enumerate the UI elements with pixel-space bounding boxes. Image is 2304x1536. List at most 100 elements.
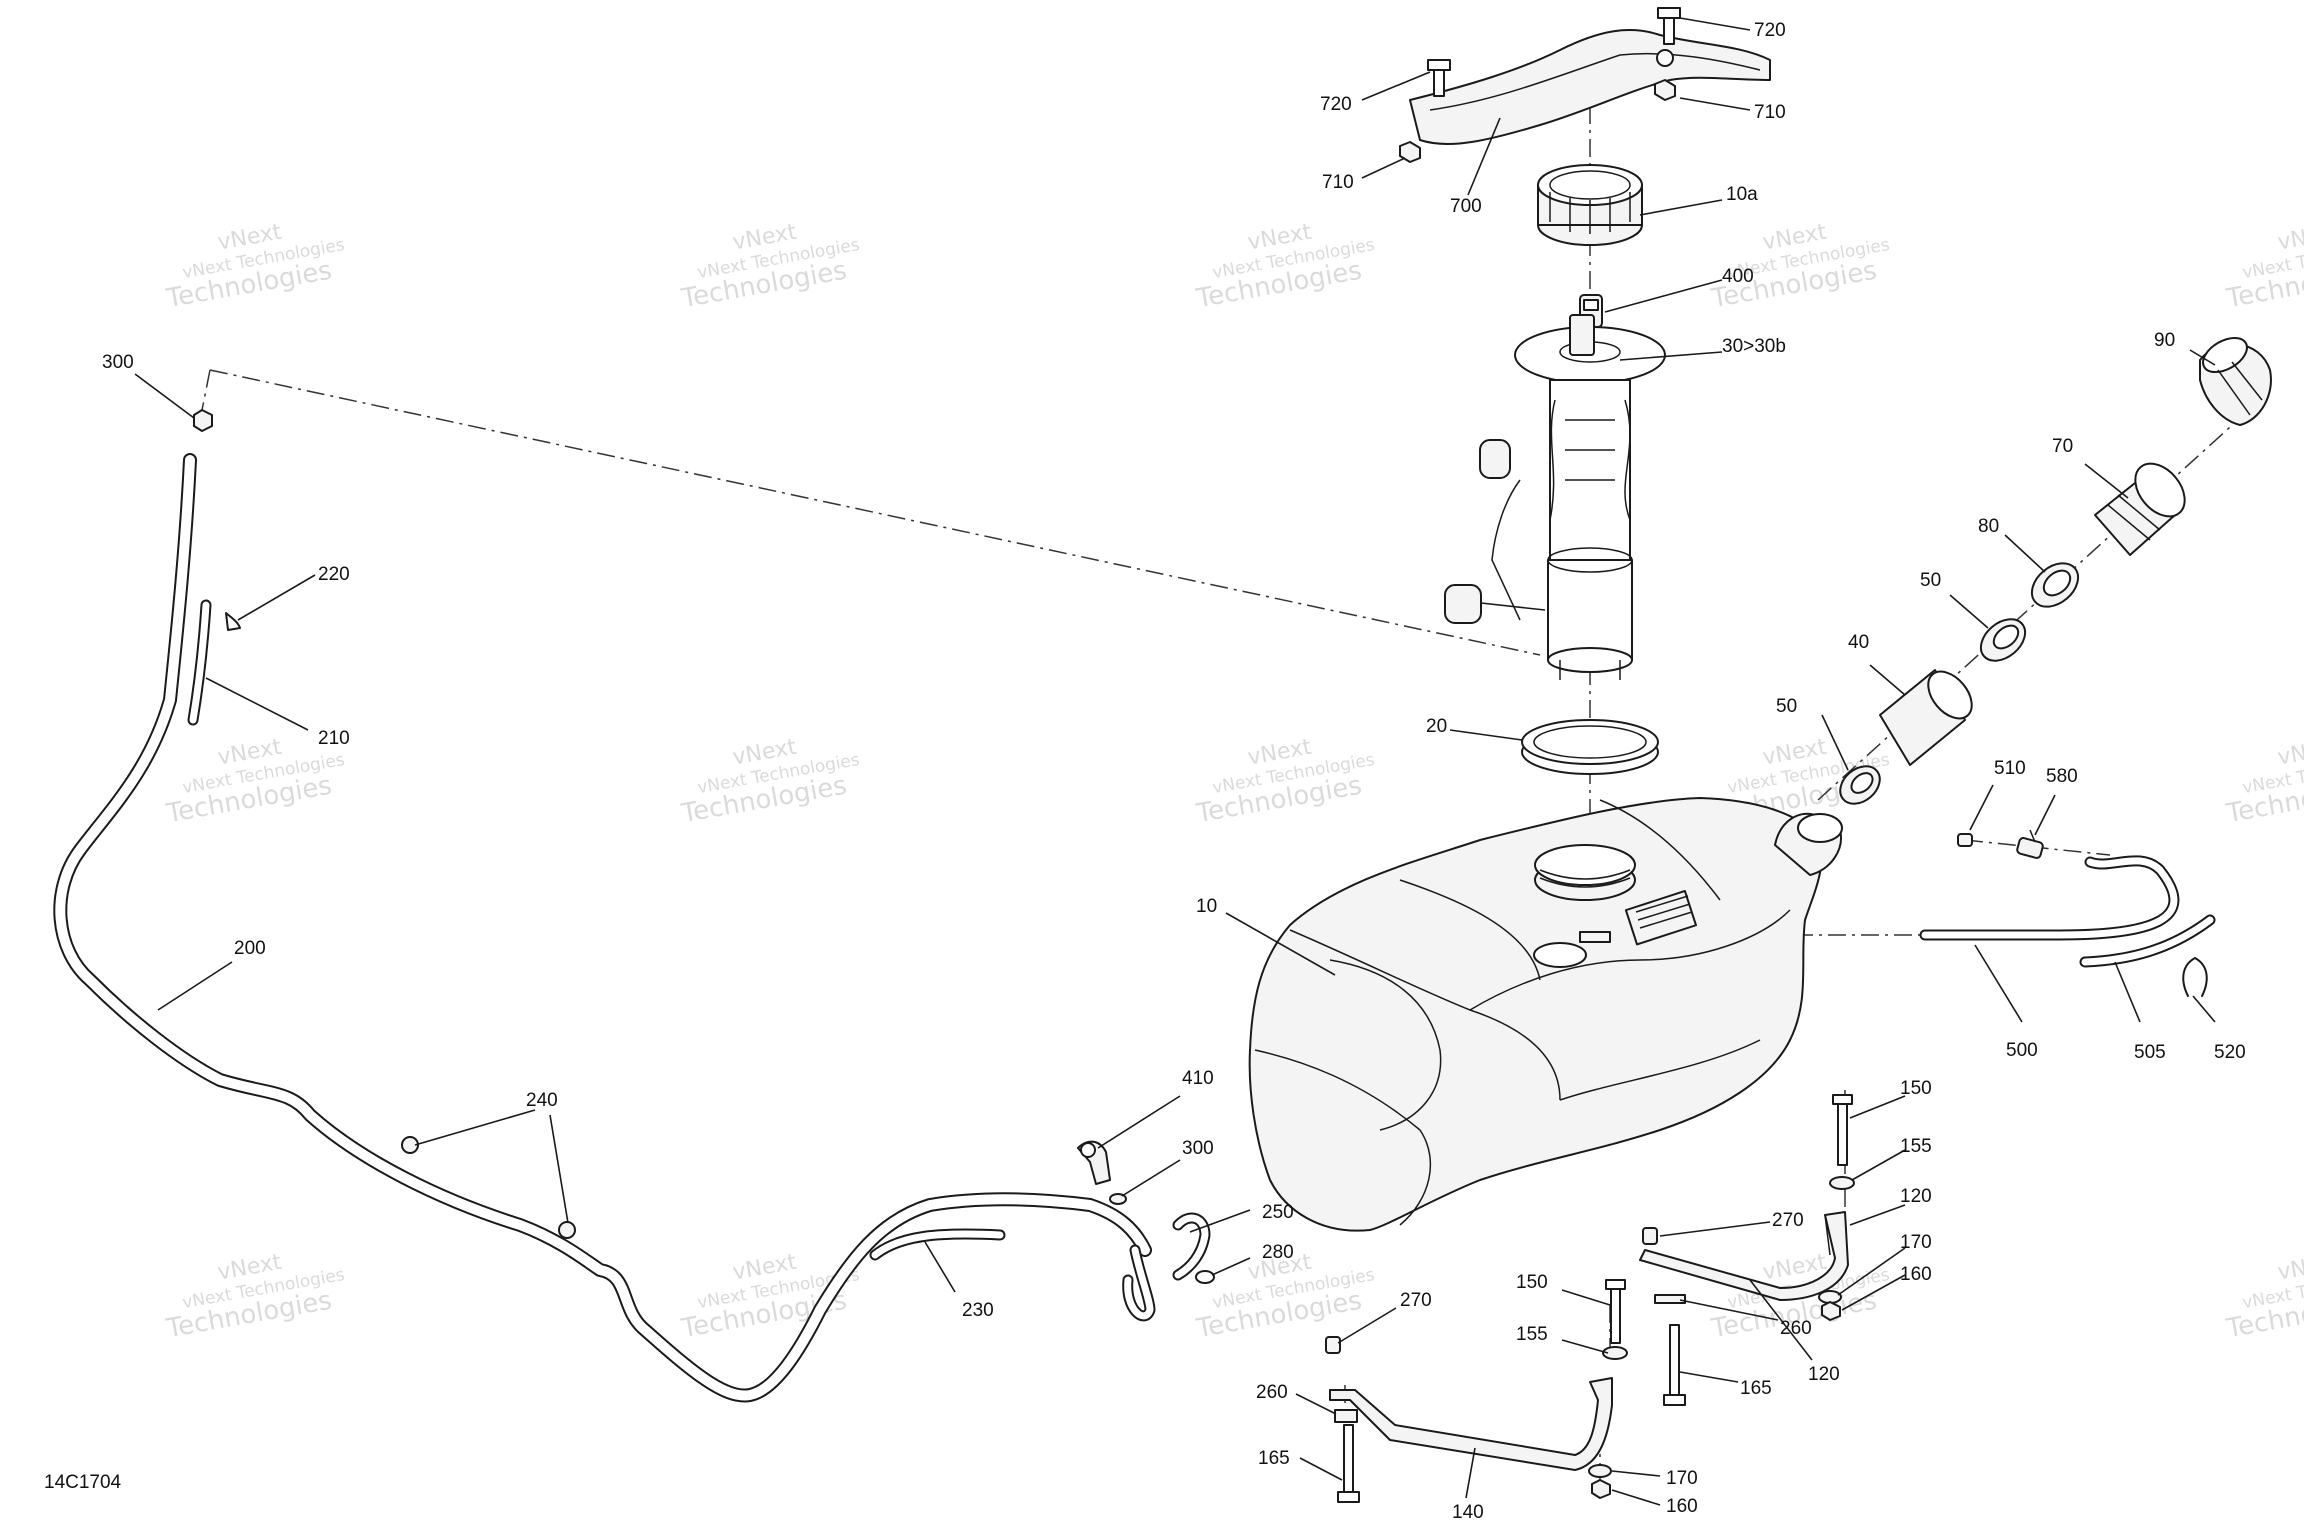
elbow-250 xyxy=(1172,1212,1211,1281)
clip-270-upper xyxy=(1642,1227,1658,1245)
bolt-720-left xyxy=(1427,59,1451,97)
washer-170-lower xyxy=(1588,1464,1612,1478)
callout-10: 10 xyxy=(1196,896,1217,917)
pad-260-lower xyxy=(1334,1409,1358,1423)
callout-150-lower: 150 xyxy=(1516,1272,1548,1293)
bolt-165-upper xyxy=(1663,1324,1686,1406)
bolt-150-upper xyxy=(1832,1094,1853,1166)
filler-neck-70 xyxy=(2094,462,2186,556)
watermark: vNext vNext Technologies Technologies xyxy=(2223,1250,2304,1345)
bolt-150-lower xyxy=(1605,1279,1626,1344)
callout-210: 210 xyxy=(318,728,350,749)
callout-170-upper: 170 xyxy=(1900,1232,1932,1253)
watermark: vNext vNext Technologies Technologies xyxy=(678,735,861,830)
hose-40 xyxy=(1879,669,1973,766)
callout-720-left: 720 xyxy=(1320,94,1352,115)
clip-520 xyxy=(2182,957,2208,997)
nut-160-lower xyxy=(1591,1479,1611,1499)
callout-280: 280 xyxy=(1262,1242,1294,1263)
callout-400: 400 xyxy=(1722,266,1754,287)
hose-end-loop xyxy=(1122,1244,1156,1322)
clamp-300-lower xyxy=(1109,1193,1127,1205)
washer-155-upper xyxy=(1829,1176,1855,1190)
washer-155-lower xyxy=(1602,1346,1628,1360)
tie-220 xyxy=(225,612,241,631)
svg-text:vNext: vNext xyxy=(2276,735,2304,771)
callout-90: 90 xyxy=(2154,330,2175,351)
gasket-20 xyxy=(1521,719,1659,775)
callout-20: 20 xyxy=(1426,716,1447,737)
callout-270-lower: 270 xyxy=(1400,1290,1432,1311)
leader-lines xyxy=(134,17,2216,1506)
callout-150-upper: 150 xyxy=(1900,1078,1932,1099)
callout-30-30b: 30>30b xyxy=(1722,336,1786,357)
clamp-50-upper xyxy=(1979,618,2027,662)
callout-50-lower: 50 xyxy=(1776,696,1797,717)
callout-230: 230 xyxy=(962,1300,994,1321)
callout-720-right: 720 xyxy=(1754,20,1786,41)
sleeve-230 xyxy=(869,1228,1006,1261)
watermark: vNext vNext Technologies Technologies xyxy=(1708,220,1891,315)
svg-text:vNext: vNext xyxy=(2276,1250,2304,1286)
watermark: vNext vNext Technologies Technologies xyxy=(163,1250,346,1345)
fuel-cap-90 xyxy=(2199,336,2272,426)
callout-80: 80 xyxy=(1978,516,1999,537)
callout-500: 500 xyxy=(2006,1040,2038,1061)
callout-labels: 720 720 710 710 700 10a 400 30>30b 90 70… xyxy=(102,20,2246,1523)
callout-300-lower: 300 xyxy=(1182,1138,1214,1159)
fuel-line-200 xyxy=(53,453,1152,1403)
vent-hose-500 xyxy=(1919,855,2180,941)
bolt-720-right xyxy=(1657,7,1681,45)
assembly-lines xyxy=(199,40,2261,1480)
plug-510 xyxy=(1957,833,1973,847)
svg-text:vNext: vNext xyxy=(2276,220,2304,256)
vent-hose-505 xyxy=(2079,914,2216,968)
clamp-50-lower xyxy=(1839,765,1881,805)
watermark: vNext vNext Technologies Technologies xyxy=(678,220,861,315)
callout-270-upper: 270 xyxy=(1772,1210,1804,1231)
callout-120-lower: 120 xyxy=(1808,1364,1840,1385)
fitting-410 xyxy=(1077,1140,1111,1185)
watermarks: vNext vNext Technologies Technologies vN… xyxy=(163,220,2304,1345)
callout-170-lower: 170 xyxy=(1666,1468,1698,1489)
callout-520: 520 xyxy=(2214,1042,2246,1063)
watermark: vNext vNext Technologies Technologies xyxy=(2223,735,2304,830)
sleeve-210 xyxy=(187,599,212,726)
watermark: vNext vNext Technologies Technologies xyxy=(2223,220,2304,315)
callout-160-lower: 160 xyxy=(1666,1496,1698,1517)
seal-80 xyxy=(2030,562,2080,608)
clip-240-b xyxy=(558,1221,576,1239)
bolt-165-lower xyxy=(1337,1424,1360,1503)
callout-300-upper: 300 xyxy=(102,352,134,373)
callout-160-upper: 160 xyxy=(1900,1264,1932,1285)
nut-710-right xyxy=(1654,79,1676,101)
nut-160-upper xyxy=(1821,1301,1841,1321)
callout-200: 200 xyxy=(234,938,266,959)
callout-260-lower: 260 xyxy=(1256,1382,1288,1403)
clip-270-lower xyxy=(1325,1336,1341,1354)
watermark: vNext vNext Technologies Technologies xyxy=(1193,220,1376,315)
callout-260-upper: 260 xyxy=(1780,1318,1812,1339)
watermark: vNext vNext Technologies Technologies xyxy=(163,220,346,315)
bracket-120 xyxy=(1639,1211,1849,1301)
callout-250: 250 xyxy=(1262,1202,1294,1223)
fuel-tank-10 xyxy=(1248,797,1843,1232)
callout-165-upper: 165 xyxy=(1740,1378,1772,1399)
clip-240-a xyxy=(401,1136,419,1154)
fuel-pump-module-30 xyxy=(1444,314,1666,680)
clamp-300-upper xyxy=(193,409,213,432)
callout-700: 700 xyxy=(1450,196,1482,217)
callout-40: 40 xyxy=(1848,632,1869,653)
watermark: vNext vNext Technologies Technologies xyxy=(1193,735,1376,830)
tank-strap-700 xyxy=(1409,29,1771,145)
callout-410: 410 xyxy=(1182,1068,1214,1089)
pad-260-upper xyxy=(1654,1294,1686,1304)
callout-10a: 10a xyxy=(1726,184,1758,205)
callout-710-left: 710 xyxy=(1322,172,1354,193)
bracket-140 xyxy=(1329,1377,1613,1471)
callout-140: 140 xyxy=(1452,1502,1484,1523)
callout-505: 505 xyxy=(2134,1042,2166,1063)
callout-155-upper: 155 xyxy=(1900,1136,1932,1157)
callout-165-lower: 165 xyxy=(1258,1448,1290,1469)
